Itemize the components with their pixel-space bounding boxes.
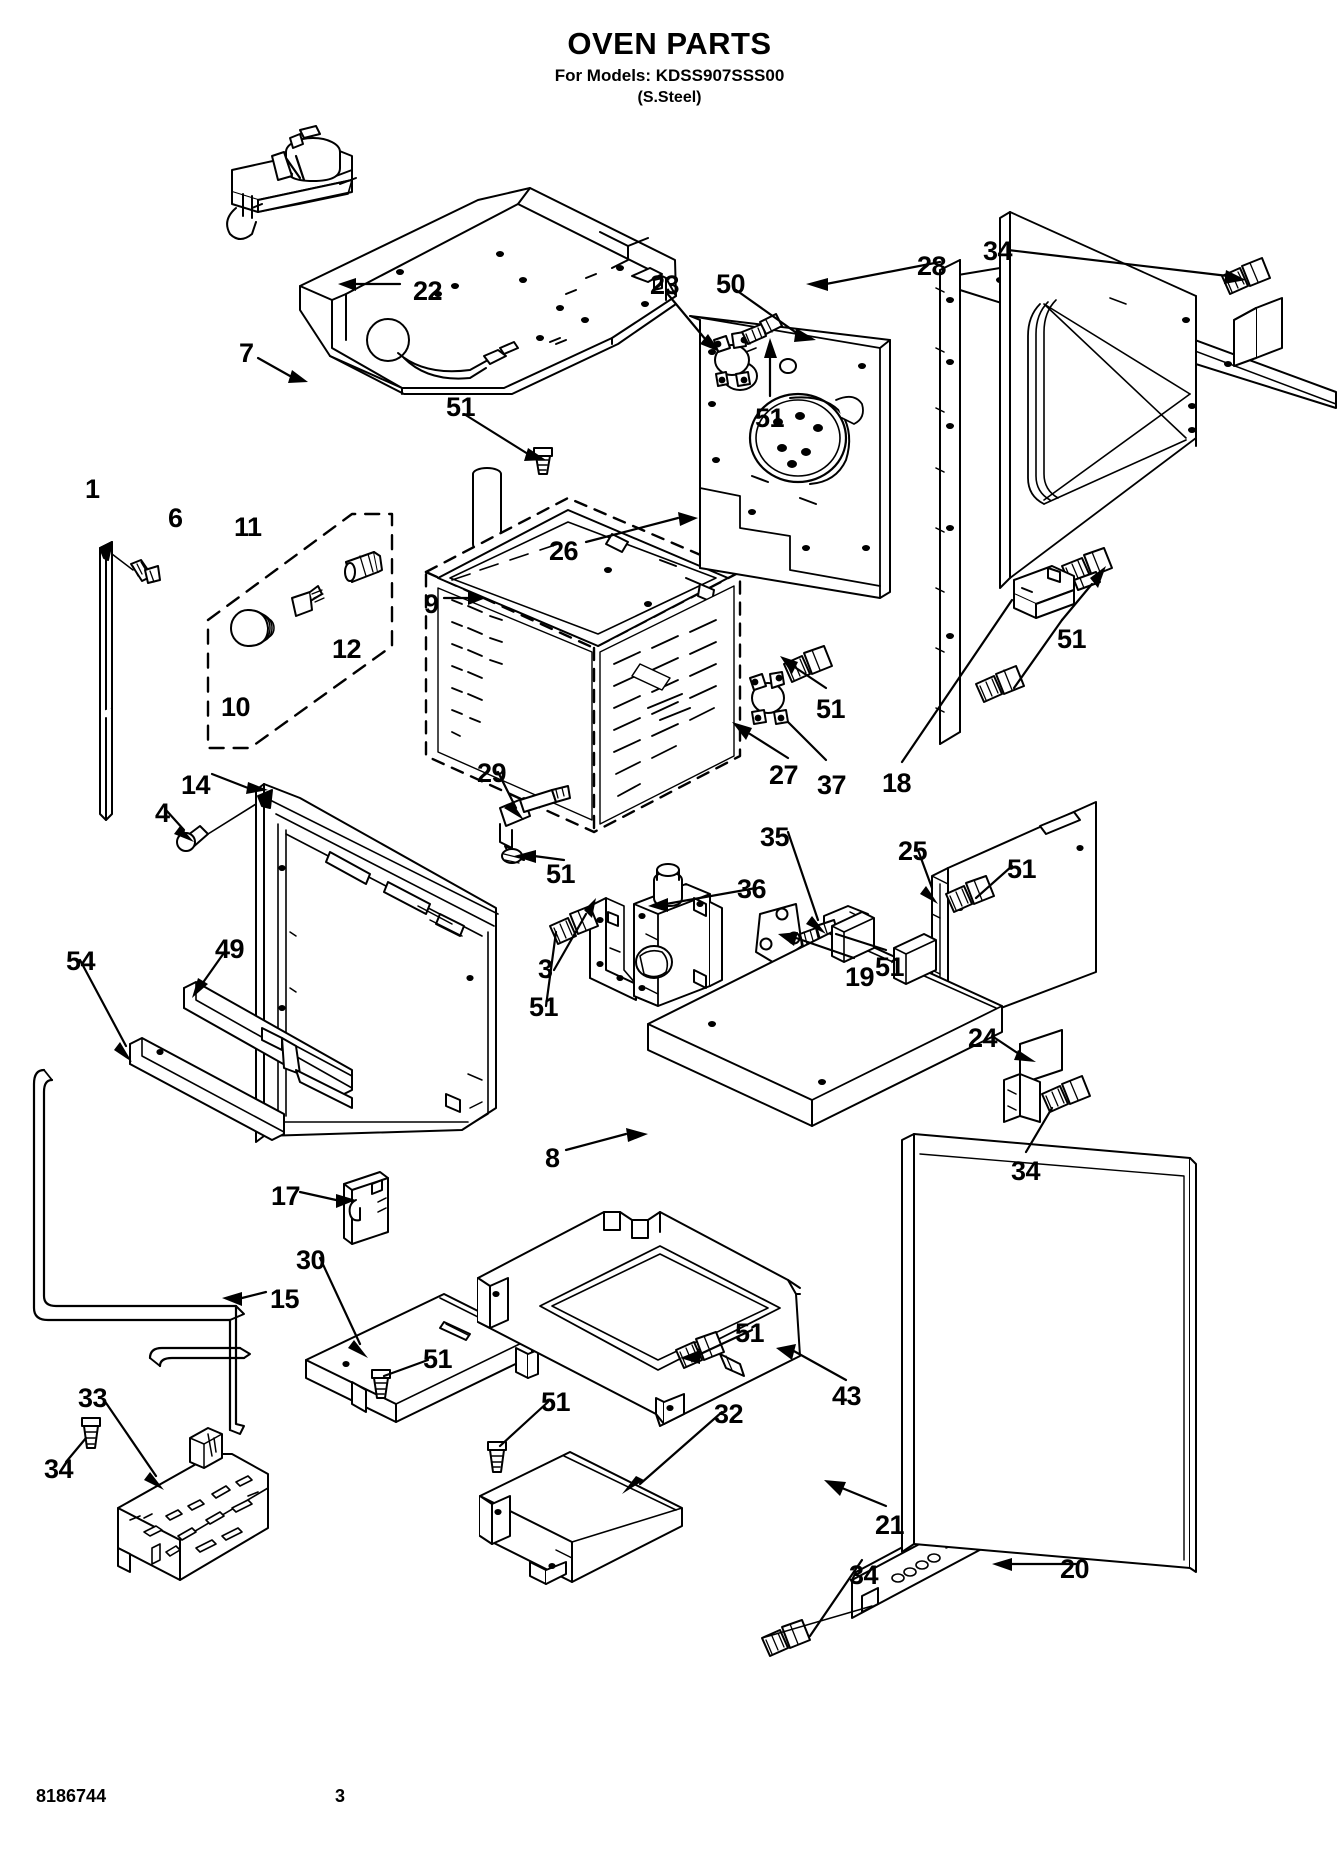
callout-17: 17 [271, 1181, 301, 1211]
part-51-screw-top-panel [533, 447, 553, 475]
callout-51-pan: 51 [735, 1318, 765, 1348]
callout-30: 30 [296, 1245, 326, 1275]
document-number: 8186744 [36, 1786, 107, 1806]
part-20-side-panel-outer [901, 1133, 1197, 1573]
callout-49: 49 [215, 934, 245, 964]
callout-36: 36 [737, 874, 767, 904]
part-29-oven-cavity-liner [424, 496, 742, 834]
callout-19: 19 [845, 962, 875, 992]
part-51-screw-37 [783, 645, 833, 683]
part-14-door-frame [255, 783, 499, 1143]
callout-51-shield: 51 [541, 1387, 571, 1417]
models-line: For Models: KDSS907SSS00 [554, 66, 785, 85]
part-7-oven-top-panel [299, 187, 677, 395]
part-6-screw [111, 553, 161, 584]
part-24-cover-plate [1003, 1029, 1063, 1123]
callout-29: 29 [477, 758, 507, 788]
callout-51-thermal: 51 [816, 694, 846, 724]
callout-51-right-mid: 51 [1057, 624, 1087, 654]
callout-32: 32 [714, 1399, 744, 1429]
exploded-diagram: 1 6 11 12 10 22 7 51 23 50 51 28 34 26 9… [0, 108, 1339, 1778]
callout-51-cover: 51 [423, 1344, 453, 1374]
part-11-light-assembly-group [206, 512, 394, 750]
callout-18: 18 [882, 768, 912, 798]
part-37-thermal-switch [749, 671, 789, 725]
callout-51-side-panel: 51 [1007, 854, 1037, 884]
page-header: OVEN PARTS For Models: KDSS907SSS00 (S.S… [0, 26, 1339, 108]
callout-51-angle: 51 [529, 992, 559, 1022]
part-34-screw-control-board [81, 1417, 101, 1449]
callout-10: 10 [221, 692, 251, 722]
callout-33: 33 [78, 1383, 108, 1413]
part-8-oven-bottom-panel [647, 911, 1003, 1127]
callout-26: 26 [549, 536, 579, 566]
part-30-access-cover [305, 1293, 539, 1423]
part-54-door-seal-gasket [129, 1037, 285, 1141]
callout-24: 24 [968, 1023, 998, 1053]
callout-9: 9 [424, 589, 439, 619]
callout-34-trim: 34 [849, 1560, 879, 1590]
callout-leader-lines [64, 248, 1246, 1638]
callout-3: 3 [538, 954, 553, 984]
part-32-heat-shield [479, 1451, 683, 1585]
callout-43: 43 [832, 1381, 862, 1411]
part-10-lamp-lens [230, 609, 275, 647]
callout-27: 27 [769, 760, 799, 790]
callout-14: 14 [181, 770, 211, 800]
callout-15: 15 [270, 1284, 300, 1314]
callout-34-top-right: 34 [983, 236, 1013, 266]
page-number: 3 [334, 1786, 345, 1806]
part-34-screw-trim-lower [761, 1605, 873, 1657]
finish-line: (S.Steel) [637, 89, 702, 106]
right-rear-panel [999, 211, 1197, 589]
callout-35: 35 [760, 822, 790, 852]
callout-6: 6 [168, 503, 183, 533]
callout-1: 1 [85, 474, 100, 504]
part-17-retainer-clip [343, 1171, 389, 1245]
callout-4: 4 [155, 798, 170, 828]
part-15-door-gasket-loop [32, 1068, 251, 1435]
part-33-control-board [117, 1427, 269, 1581]
callout-50: 50 [716, 269, 746, 299]
callout-28: 28 [917, 251, 947, 281]
callout-51-mounting: 51 [875, 952, 905, 982]
callout-21: 21 [875, 1510, 905, 1540]
part-12-lamp-socket [291, 551, 383, 617]
part-49-door-support-rail [183, 981, 353, 1109]
callout-51-cavity: 51 [546, 859, 576, 889]
part-51-screw-heat-shield [487, 1441, 507, 1473]
callout-22: 22 [413, 276, 443, 306]
corner-bracket-top-right [1233, 297, 1283, 367]
diagram-linework [32, 125, 1337, 1657]
callout-51-top-panel: 51 [446, 392, 476, 422]
part-51-screw-access-cover [371, 1369, 391, 1399]
callout-51-thermostat: 51 [755, 403, 785, 433]
callout-34-cover: 34 [1011, 1156, 1041, 1186]
callout-11: 11 [234, 512, 262, 542]
right-rear-frame [935, 259, 961, 745]
callout-8: 8 [545, 1143, 560, 1173]
callout-37: 37 [817, 770, 847, 800]
page-title: OVEN PARTS [567, 26, 772, 61]
callout-12: 12 [332, 634, 362, 664]
part-51-screw-frame-lower [975, 665, 1025, 703]
part-51-screw-angle-bracket [549, 905, 599, 945]
page-footer: 8186744 3 [0, 1786, 1339, 1816]
callout-7: 7 [239, 338, 254, 368]
part-50-bracket-mount [741, 313, 783, 345]
part-4-plug-button [176, 803, 257, 852]
part-43-oven-base-pan [477, 1211, 801, 1427]
callout-54: 54 [66, 946, 96, 976]
callout-25: 25 [898, 836, 928, 866]
part-36-gas-valve [633, 863, 723, 1007]
part-1-side-trim-strip [99, 541, 113, 821]
part-3-angle-bracket [589, 897, 637, 1001]
callout-34-board: 34 [44, 1454, 74, 1484]
part-22-blower-motor [226, 125, 357, 240]
part-51-screw-side-panel [945, 875, 995, 913]
callout-23: 23 [650, 270, 680, 300]
callout-20: 20 [1060, 1554, 1090, 1584]
part-34-screw-cover-plate [1041, 1075, 1091, 1113]
